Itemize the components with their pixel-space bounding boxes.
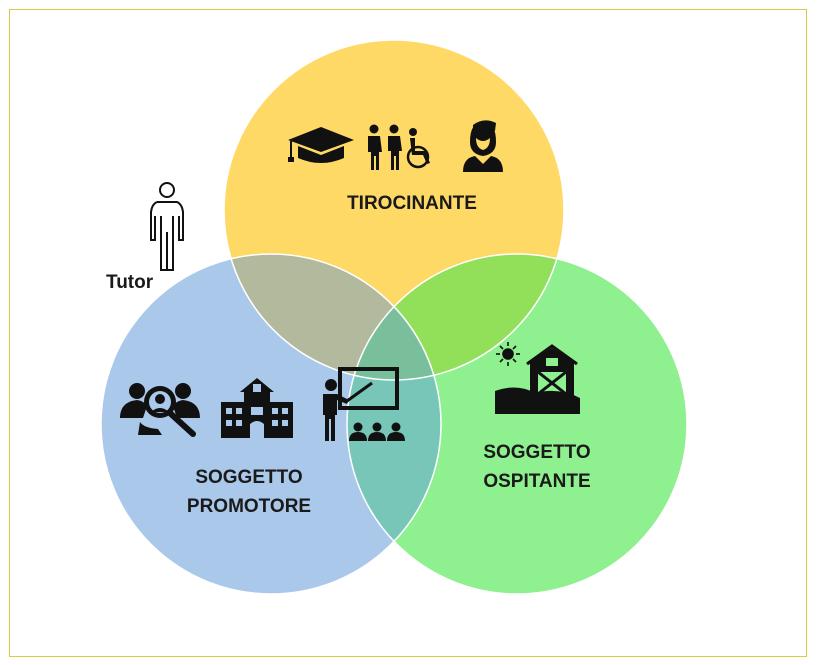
school-building-icon: [221, 378, 293, 438]
promotore-label-line2: PROMOTORE: [187, 496, 311, 517]
people-accessibility-icon: [368, 124, 430, 170]
sun-icon: [496, 342, 520, 366]
overlap-tirocinante-ospitante: [347, 254, 564, 380]
promotore-label-line1: SOGGETTO: [195, 467, 302, 488]
ospitante-label-line2: OSPITANTE: [483, 471, 590, 492]
teacher-presentation-icon: [323, 367, 405, 441]
overlap-tirocinante-promotore: [224, 254, 441, 380]
diagram-frame: [9, 9, 807, 657]
outline-ospitante: [346, 253, 688, 595]
outline-tirocinante: [223, 39, 565, 381]
tutor-label: Tutor: [106, 272, 154, 293]
outline-promotore: [100, 253, 442, 595]
student-icon: [463, 120, 503, 172]
farm-barn-icon: [495, 342, 580, 414]
team-search-icon: [120, 383, 200, 437]
graduation-cap-icon: [288, 127, 354, 163]
ospitante-label-line1: SOGGETTO: [483, 442, 590, 463]
tutor-person-icon: [150, 182, 184, 271]
tirocinante-label: TIROCINANTE: [347, 193, 477, 214]
